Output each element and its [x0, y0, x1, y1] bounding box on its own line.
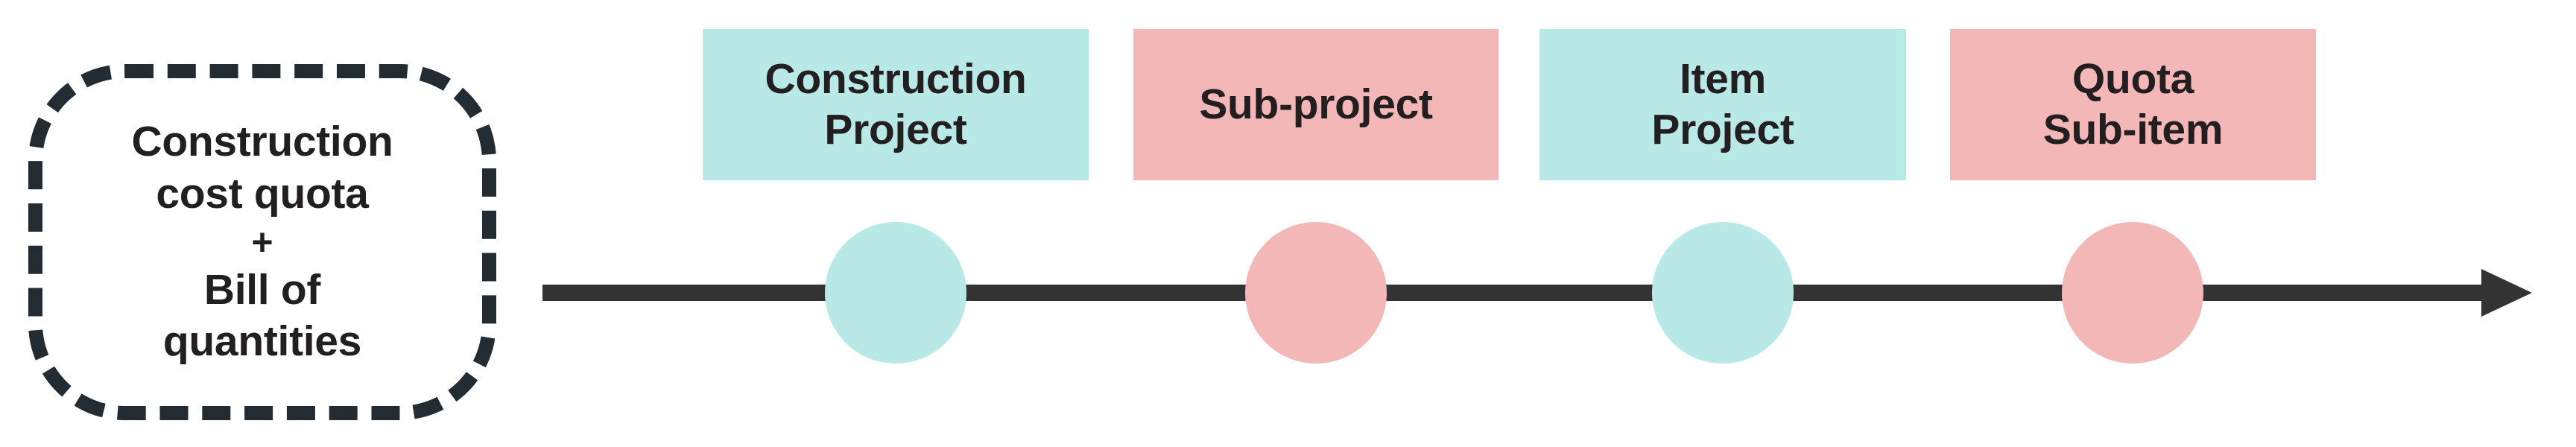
- milestone-dot[interactable]: [1245, 222, 1387, 364]
- source-node-dashed-capsule: Construction cost quota + Bill of quanti…: [28, 64, 496, 420]
- level-label-text: Item Project: [1651, 55, 1794, 153]
- milestone-dot[interactable]: [1652, 222, 1794, 364]
- timeline-arrowhead-icon: [2481, 269, 2532, 317]
- milestone-dot[interactable]: [825, 222, 966, 364]
- source-node-label-primary: Construction cost quota: [131, 118, 393, 218]
- milestone-dot[interactable]: [2062, 222, 2203, 364]
- level-label-box[interactable]: Construction Project: [703, 29, 1089, 180]
- timeline-axis-line: [542, 285, 2486, 301]
- level-label-box[interactable]: Sub-project: [1133, 29, 1499, 180]
- source-node-label-secondary: Bill of quantities: [162, 265, 362, 366]
- source-node-plus-operator: +: [251, 221, 273, 263]
- level-label-box[interactable]: Quota Sub-item: [1950, 29, 2316, 180]
- level-label-box[interactable]: Item Project: [1539, 29, 1906, 180]
- level-label-text: Sub-project: [1199, 80, 1433, 128]
- level-label-text: Quota Sub-item: [2042, 55, 2224, 153]
- level-label-text: Construction Project: [765, 55, 1027, 153]
